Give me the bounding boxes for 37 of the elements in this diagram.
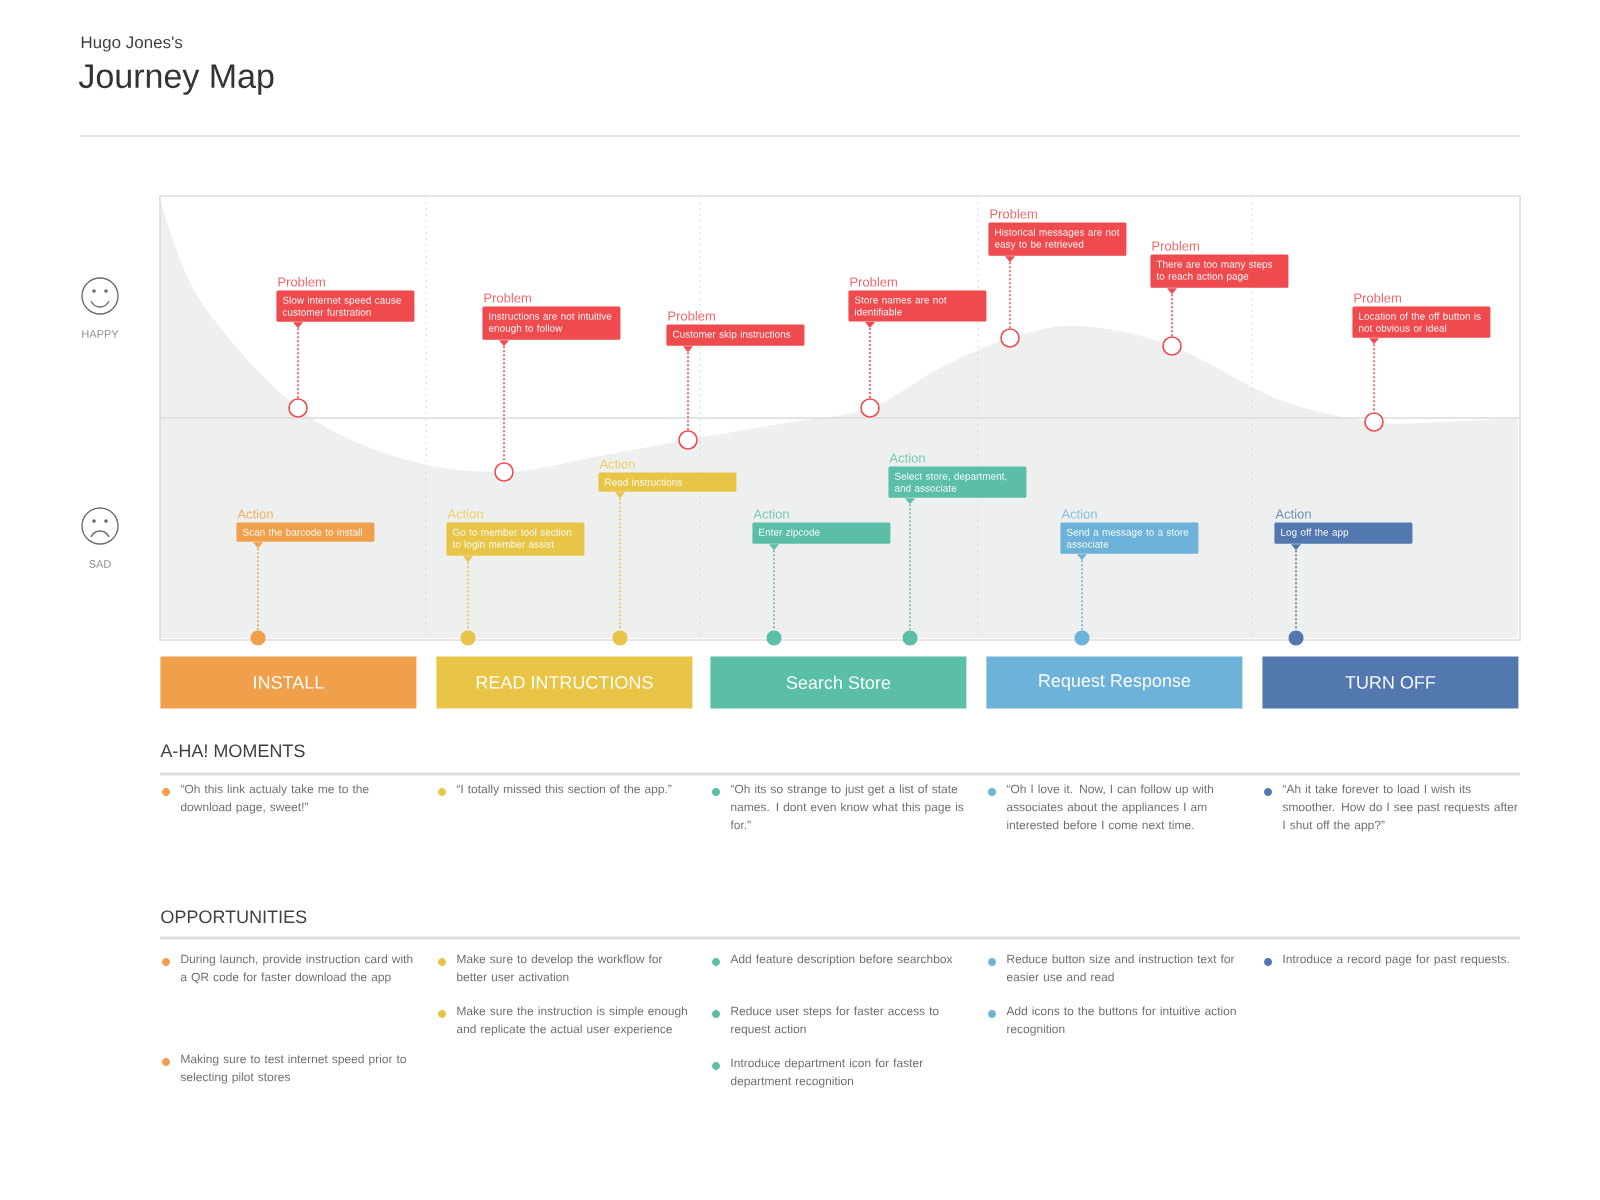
dotted-connector xyxy=(1009,261,1011,329)
dotted-connector xyxy=(1081,559,1083,631)
timeline-dot xyxy=(1288,630,1304,646)
timeline-dot xyxy=(766,630,782,646)
curve-point-marker xyxy=(860,398,880,418)
timeline-dot xyxy=(1074,630,1090,646)
dotted-connector xyxy=(1171,293,1173,337)
dotted-connector xyxy=(773,549,775,631)
section-heading: OPPORTUNITIES xyxy=(161,910,307,924)
dotted-connector xyxy=(503,345,505,463)
title: Journey Map xyxy=(78,64,274,95)
stage-bar: Search Store xyxy=(710,656,967,709)
dotted-connector xyxy=(619,497,621,631)
timeline-dot xyxy=(460,630,476,646)
section-heading: A-HA! MOMENTS xyxy=(160,744,305,758)
curve-point-marker xyxy=(1364,412,1384,432)
curve-point-marker xyxy=(1000,328,1020,348)
timeline-dot xyxy=(612,630,628,646)
timeline-dot xyxy=(250,630,266,646)
dotted-connector xyxy=(687,351,689,431)
stage-bar: INSTALL xyxy=(160,656,417,709)
stage-bar: TURN OFF xyxy=(1262,656,1519,709)
curve-point-marker xyxy=(494,462,514,482)
curve-point-marker xyxy=(1162,336,1182,356)
stage-bar: Request Response xyxy=(986,656,1243,709)
dotted-connector xyxy=(909,503,911,631)
dotted-connector xyxy=(257,547,259,631)
dotted-connector xyxy=(1295,549,1297,631)
stage-bar: READ INTRUCTIONS xyxy=(436,656,693,709)
dotted-connector xyxy=(467,561,469,631)
timeline-dot xyxy=(902,630,918,646)
curve-point-marker xyxy=(678,430,698,450)
dotted-connector xyxy=(869,327,871,399)
dotted-connector xyxy=(297,327,299,399)
subtitle: Hugo Jones's xyxy=(81,36,183,52)
curve-point-marker xyxy=(288,398,308,418)
dotted-connector xyxy=(1373,343,1375,413)
